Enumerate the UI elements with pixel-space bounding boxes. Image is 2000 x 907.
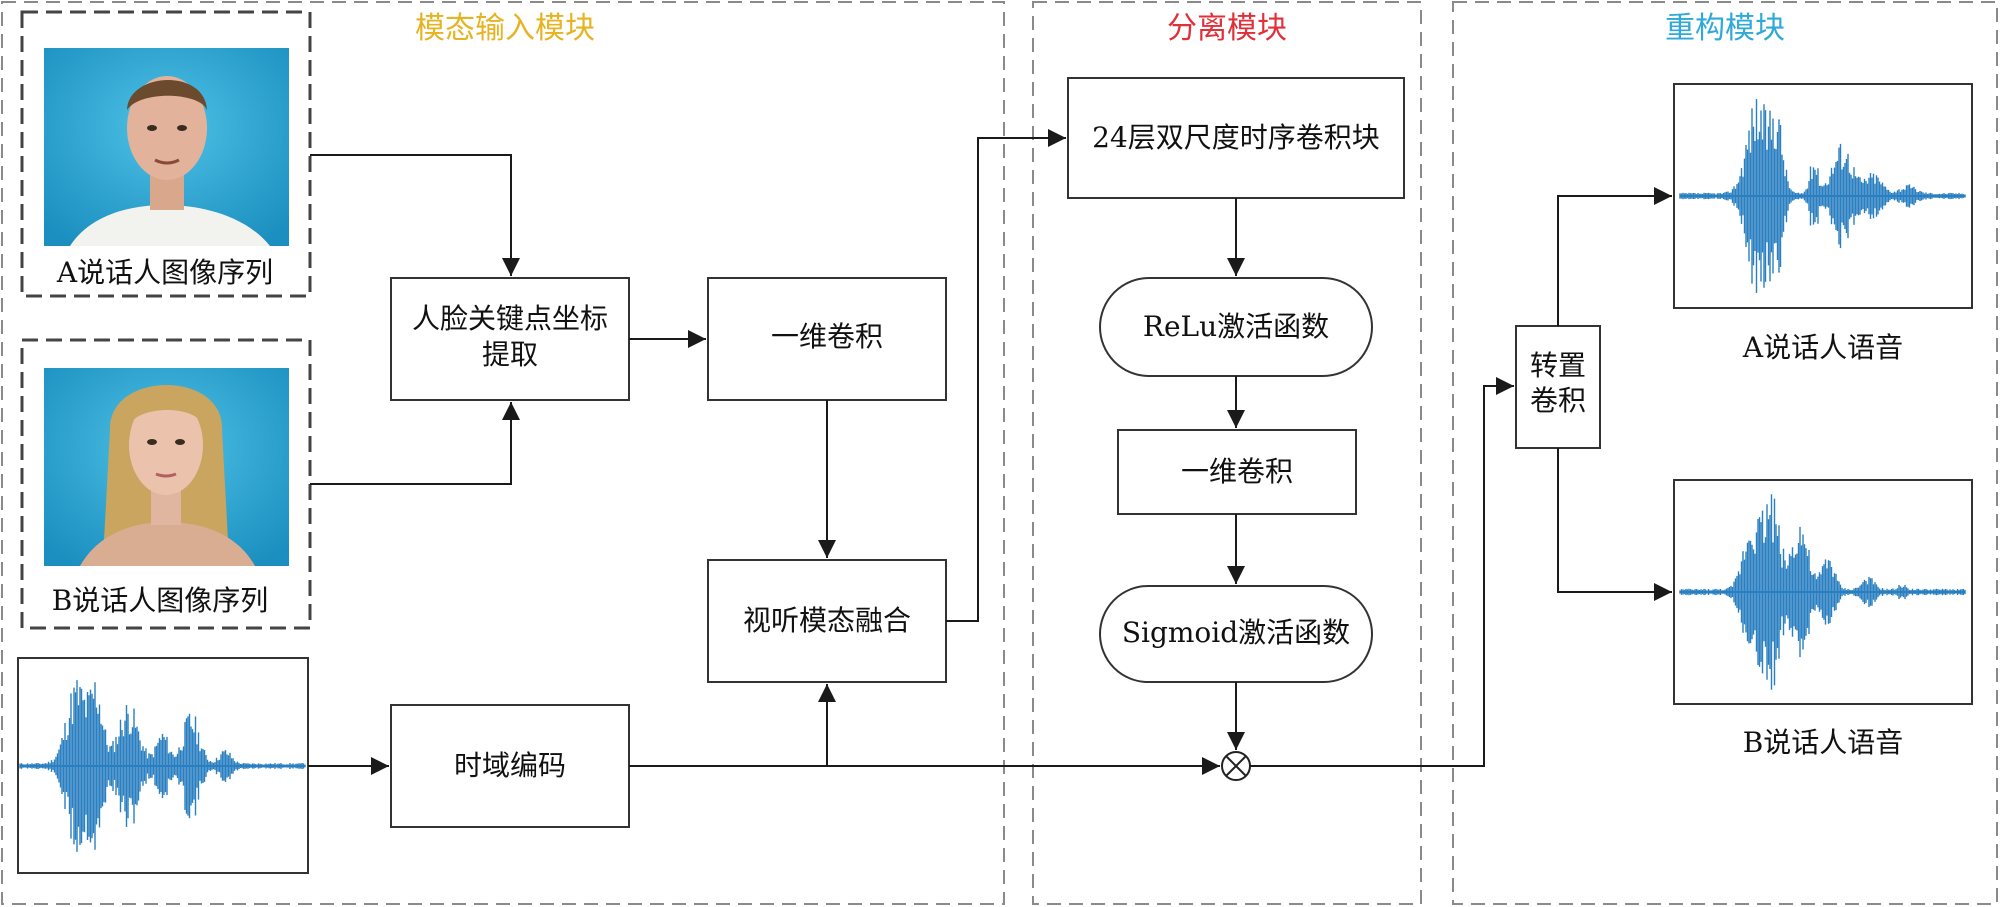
input-module-title: 模态输入模块 [415, 11, 595, 46]
landmark-extraction-label-1: 人脸关键点坐标 [412, 302, 608, 335]
relu-label: ReLu激活函数 [1143, 310, 1329, 343]
speaker-a-group [20, 10, 312, 298]
multiply-node [1221, 751, 1251, 781]
speaker-b-photo [44, 368, 289, 566]
arrow-transpose-to-b [1557, 448, 1672, 601]
separation-module-panel [1032, 1, 1422, 905]
arrow-multiply-to-transpose [1250, 377, 1514, 767]
conv1d-separation-box [1117, 429, 1357, 515]
speaker-a-audio-waveform [1679, 99, 1966, 293]
arrow-b-to-landmark [310, 402, 520, 485]
speaker-b-audio-label: B说话人语音 [1743, 726, 1904, 759]
arrow-fusion-to-tcn [946, 129, 1066, 622]
transpose-conv-label-2: 卷积 [1530, 384, 1586, 417]
tcn-block-box [1067, 77, 1405, 199]
conv1d-visual-label: 一维卷积 [771, 320, 883, 353]
speaker-a-audio-label: A说话人语音 [1742, 331, 1903, 364]
landmark-extraction-label-2: 提取 [482, 338, 538, 371]
input-module-panel [1, 1, 1005, 905]
separation-module-title: 分离模块 [1167, 11, 1287, 46]
av-fusion-box [707, 559, 947, 683]
speaker-a-image-label: A说话人图像序列 [56, 256, 273, 289]
arrow-encoding-to-fusion [629, 684, 836, 767]
tcn-block-label: 24层双尺度时序卷积块 [1092, 121, 1380, 154]
transpose-conv-label-1: 转置 [1530, 349, 1586, 382]
sigmoid-label: Sigmoid激活函数 [1122, 616, 1350, 649]
speaker-b-image-label: B说话人图像序列 [52, 584, 269, 617]
conv1d-separation-label: 一维卷积 [1181, 455, 1293, 488]
transpose-conv-box [1515, 325, 1601, 449]
arrow-transpose-to-a [1557, 187, 1672, 326]
mixed-audio-waveform [19, 680, 306, 852]
landmark-extraction-box [390, 277, 630, 401]
av-fusion-label: 视听模态融合 [743, 604, 911, 637]
reconstruction-module-panel [1452, 1, 1998, 905]
speaker-b-audio-waveform [1679, 494, 1966, 690]
time-encoding-label: 时域编码 [454, 749, 566, 782]
reconstruction-module-title: 重构模块 [1665, 11, 1785, 46]
connectors [308, 129, 1672, 775]
arrow-a-to-landmark [310, 154, 520, 276]
speaker-a-photo [44, 48, 289, 246]
